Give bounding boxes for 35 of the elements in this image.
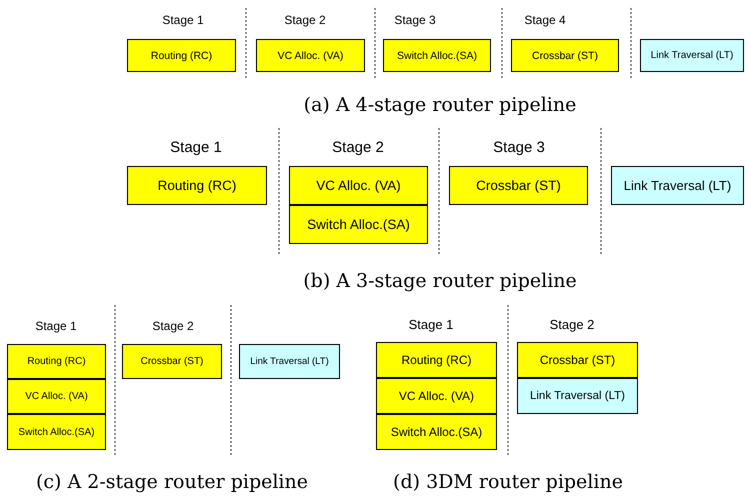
pipeline-stage-box: Crossbar (ST)	[511, 39, 619, 72]
pipeline-stage-box: Switch Alloc.(SA)	[376, 414, 497, 450]
pipeline-stage-box: Switch Alloc.(SA)	[7, 414, 106, 450]
pipeline-stage-box: Link Traversal (LT)	[517, 378, 638, 414]
stage-heading: Stage 2	[284, 13, 326, 27]
pipeline-stage-box: Switch Alloc.(SA)	[383, 39, 491, 72]
pipeline-stage-box: Link Traversal (LT)	[640, 39, 744, 72]
stage-heading: Stage 3	[394, 13, 436, 27]
pipeline-stage-box: Routing (RC)	[7, 344, 106, 379]
stage-heading: Stage 4	[524, 13, 566, 27]
pipeline-stage-box: Routing (RC)	[376, 342, 497, 378]
stage-heading: Stage 3	[493, 139, 545, 156]
stage-heading: Stage 1	[408, 317, 454, 332]
figure-caption: (a) A 4-stage router pipeline	[304, 94, 576, 116]
pipeline-stage-box: Crossbar (ST)	[517, 342, 638, 378]
stage-heading: Stage 1	[162, 13, 204, 27]
stage-heading: Stage 2	[550, 317, 594, 332]
figure-caption: (d) 3DM router pipeline	[393, 471, 623, 493]
pipeline-stage-box: VC Alloc. (VA)	[7, 379, 106, 414]
pipeline-stage-box: Routing (RC)	[127, 166, 267, 205]
pipeline-stage-box: Routing (RC)	[127, 39, 236, 72]
pipeline-stage-box: Link Traversal (LT)	[239, 344, 340, 379]
stage-heading: Stage 1	[35, 319, 77, 333]
pipeline-stage-box: Switch Alloc.(SA)	[289, 205, 428, 244]
stage-heading: Stage 1	[170, 139, 222, 156]
pipeline-stage-box: Crossbar (ST)	[449, 166, 588, 205]
pipeline-stage-box: VC Alloc. (VA)	[289, 166, 428, 205]
stage-heading: Stage 2	[152, 319, 194, 333]
figure-caption: (b) A 3-stage router pipeline	[303, 270, 577, 292]
pipeline-stage-box: VC Alloc. (VA)	[376, 378, 497, 414]
pipeline-stage-box: VC Alloc. (VA)	[256, 39, 365, 72]
figure-caption: (c) A 2-stage router pipeline	[36, 471, 308, 493]
pipeline-stage-box: Link Traversal (LT)	[611, 166, 744, 205]
stage-heading: Stage 2	[332, 139, 384, 156]
pipeline-stage-box: Crossbar (ST)	[122, 344, 222, 379]
